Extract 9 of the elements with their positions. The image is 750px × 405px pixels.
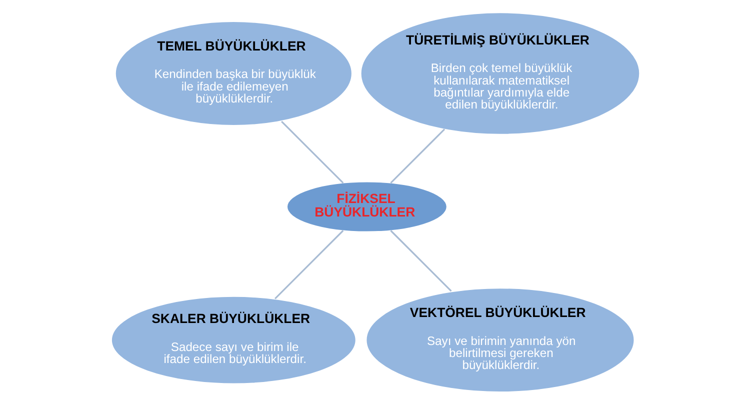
node-ellipse: SKALER BÜYÜKLÜKLER Sadece sayı ve birim ile ifade edilen büyüklüklerdir. (110, 296, 356, 384)
connector (390, 230, 452, 292)
connector (390, 128, 445, 184)
node-ellipse: TÜRETİLMİŞ BÜYÜKLÜKLER Birden çok temel büyüklük kullanılarak matematiksel bağıntılar yardımıyla elde edilen büyüklüklerdir. (360, 12, 640, 135)
node-ellipse: VEKTÖREL BÜYÜKLÜKLER Sayı ve birimin yanında yön belirtilmesi gereken büyüklüklerdir. (365, 287, 634, 393)
connector (274, 230, 344, 300)
node-ellipse: FİZİKSEL BÜYÜKLÜKLER (286, 181, 447, 232)
connector (280, 120, 344, 184)
node-ellipse: TEMEL BÜYÜKLÜKLER Kendinden başka bir büyüklük ile ifade edilemeyen büyüklüklerdir. (114, 20, 352, 126)
